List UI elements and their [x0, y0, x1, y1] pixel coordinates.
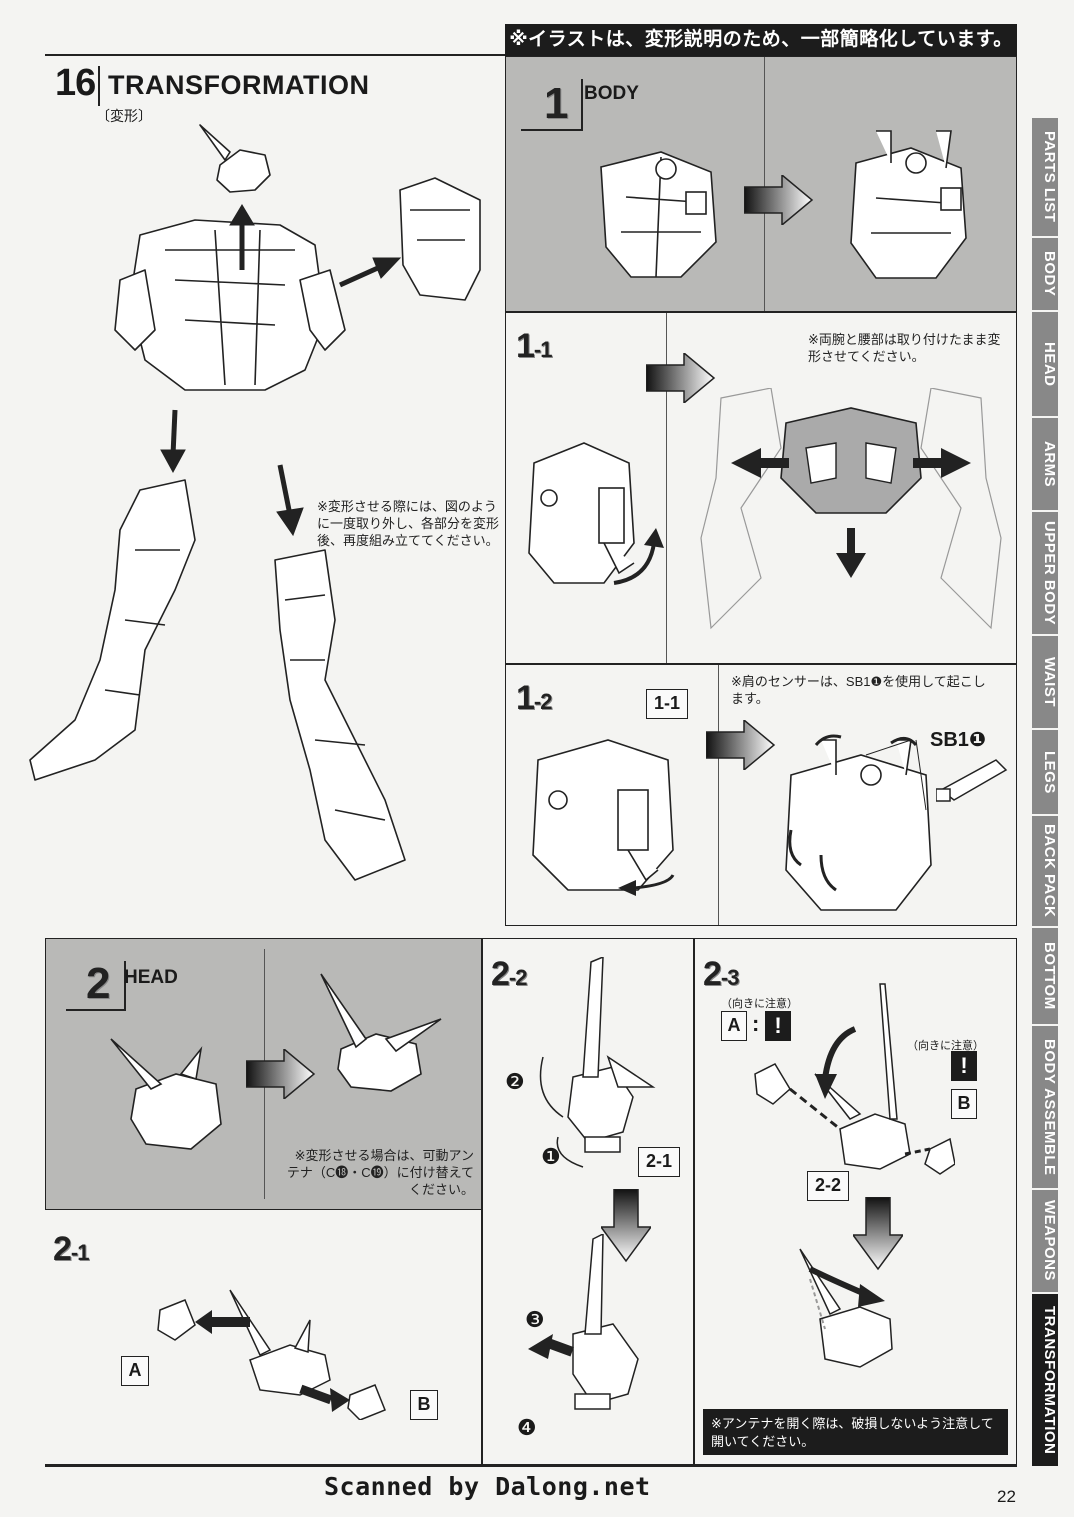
head-2-2-top-sketch	[539, 957, 656, 1168]
notice-banner: ※イラストは、変形説明のため、一部簡略化しています。	[505, 24, 1017, 56]
tab-arms[interactable]: ARMS	[1032, 418, 1058, 512]
step-2-number: 2	[86, 959, 111, 1008]
step-2-1-number: 2-1	[53, 1230, 89, 1268]
main-transform-note: ※変形させる際には、図のように一度取り外し、各部分を変形後、再度組み立ててくださ…	[317, 499, 500, 548]
mark-3: ❸	[525, 1307, 545, 1332]
part-b-label: B	[410, 1390, 438, 1420]
panel-step-1-2: 1-2 1-1 ※肩のセンサーは、SB1❶を使用して起こします。 SB1❶	[505, 664, 1017, 926]
caution-icon-a: !	[765, 1011, 791, 1041]
down-arrow-2	[853, 1197, 903, 1271]
transform-arrow-3	[706, 720, 776, 770]
bottom-rule	[45, 1465, 1017, 1467]
panel-step-2-1: 2-1 A B	[45, 1210, 482, 1465]
head-2-3-bottom-sketch	[799, 1248, 893, 1368]
step-2-3-number: 2-3	[703, 955, 739, 993]
tab-body[interactable]: BODY	[1032, 238, 1058, 312]
step-2-frame	[66, 961, 126, 1011]
panel-divider	[764, 57, 765, 311]
panel-step-2-2: 2-2 2-1 ❷ ❶ ❸ ❹	[482, 938, 694, 1465]
tab-parts-list[interactable]: PARTS LIST	[1032, 118, 1058, 238]
colon: :	[752, 1011, 760, 1036]
tool-sketch	[936, 759, 1008, 802]
transform-arrow-4	[246, 1049, 316, 1099]
tab-legs[interactable]: LEGS	[1032, 730, 1058, 816]
tab-upper-body[interactable]: UPPER BODY	[1032, 512, 1058, 636]
step-2-title: HEAD	[124, 967, 178, 988]
step-2-3-note: ※アンテナを開く際は、破損しないよう注意して開いてください。	[703, 1409, 1008, 1455]
section-subtitle: 〔変形〕	[96, 108, 152, 124]
caution-a: （向きに注意）	[721, 998, 798, 1010]
tab-head[interactable]: HEAD	[1032, 312, 1058, 418]
mark-4: ❹	[517, 1415, 537, 1440]
step-1-2-number: 1-2	[516, 679, 552, 717]
down-arrow-1	[601, 1189, 651, 1263]
body-spread-sketch	[700, 388, 1002, 630]
head-before-sketch	[110, 1038, 222, 1150]
panel-head: 2 HEAD ※変形させる場合は、可動アンテナ（C⓲・C⓳）に付け替えてください…	[45, 938, 482, 1210]
head-disassemble-sketch	[157, 1289, 386, 1420]
section-title: TRANSFORMATION	[108, 70, 370, 100]
transform-arrow-2	[646, 353, 716, 403]
panel-body: 1 BODY	[505, 56, 1017, 312]
panel-step-1-1: 1-1 ※両腕と腰部は取り付けたまま変形させてください。	[505, 312, 1017, 664]
step-1-title: BODY	[584, 83, 639, 104]
step-1-1-number: 1-1	[516, 327, 552, 365]
section-divider	[98, 66, 100, 106]
body-after-sketch	[850, 130, 967, 279]
mark-1: ❶	[541, 1144, 561, 1169]
step-1-frame	[521, 79, 583, 131]
body-1-2-before-sketch	[532, 739, 675, 896]
transform-arrow-1	[744, 175, 814, 225]
step-1-1-note: ※両腕と腰部は取り付けたまま変形させてください。	[808, 332, 1001, 364]
head-2-3-top-sketch	[754, 983, 955, 1175]
step-2-note: ※変形させる場合は、可動アンテナ（C⓲・C⓳）に付け替えてください。	[286, 1148, 474, 1197]
ref-2-1-label: 2-1	[638, 1147, 680, 1177]
head-2-2-bottom-sketch	[528, 1234, 639, 1410]
step-1-number: 1	[544, 79, 569, 128]
panel-divider	[666, 313, 667, 663]
caution-b: （向きに注意）	[907, 1040, 984, 1052]
ref-2-2-label: 2-2	[807, 1171, 849, 1201]
body-before-sketch	[600, 151, 717, 278]
step-1-2-note: ※肩のセンサーは、SB1❶を使用して起こします。	[731, 674, 986, 706]
exploded-robot-illustration	[25, 120, 495, 910]
body-side-sketch	[528, 442, 664, 585]
step-2-2-number: 2-2	[491, 955, 527, 993]
ref-1-1-label: 1-1	[646, 689, 688, 719]
head-after-sketch	[320, 973, 442, 1092]
panel-step-2-3: 2-3 （向きに注意） A : ! （向きに注意） ! B 2-2 ※アンテナを…	[694, 938, 1017, 1465]
tab-back-pack[interactable]: BACK PACK	[1032, 816, 1058, 928]
scan-credit: Scanned by Dalong.net	[324, 1472, 651, 1501]
part-a-label: A	[121, 1356, 149, 1386]
tab-weapons[interactable]: WEAPONS	[1032, 1190, 1058, 1294]
section-number: 16	[55, 62, 96, 104]
part-a-label: A	[721, 1011, 747, 1041]
mark-2: ❷	[505, 1069, 525, 1094]
page-number: 22	[997, 1487, 1016, 1506]
body-1-2-after-sketch	[785, 734, 932, 911]
tab-transformation[interactable]: TRANSFORMATION	[1032, 1294, 1058, 1468]
tool-label: SB1❶	[930, 729, 986, 751]
tab-bottom[interactable]: BOTTOM	[1032, 928, 1058, 1026]
caution-icon-b: !	[951, 1051, 977, 1081]
part-b-label: B	[951, 1089, 977, 1119]
tab-waist[interactable]: WAIST	[1032, 636, 1058, 730]
tab-body-assemble[interactable]: BODY ASSEMBLE	[1032, 1026, 1058, 1190]
panel-divider	[718, 665, 719, 925]
